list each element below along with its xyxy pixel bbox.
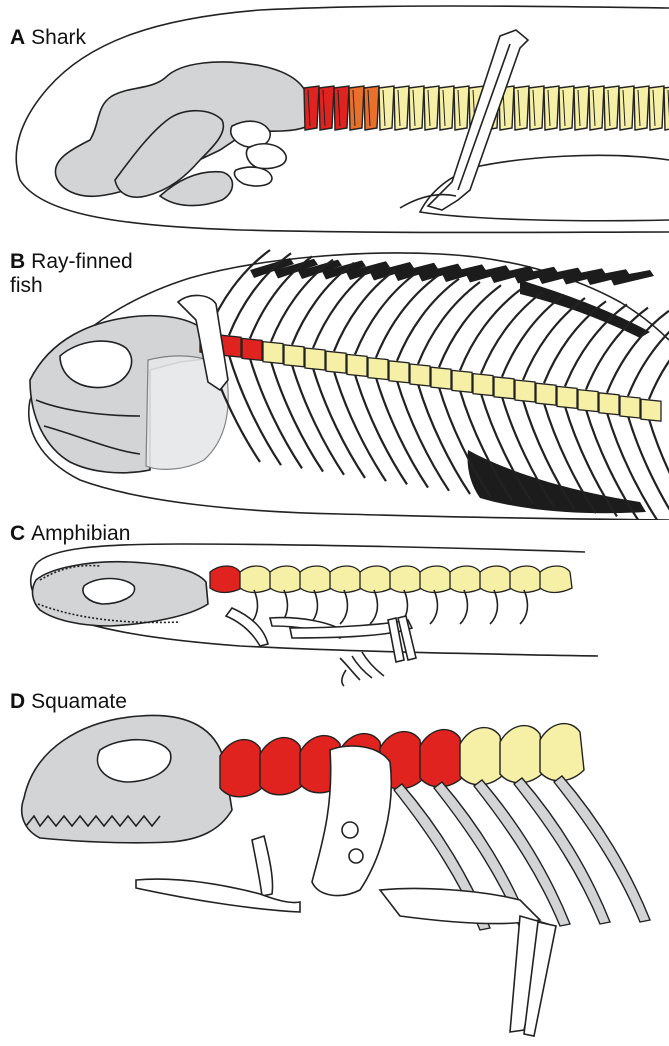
fish-neural-spine [502, 295, 564, 377]
squamate-vertebra [260, 738, 304, 795]
squamate-humerus [252, 836, 273, 896]
panel-ray-finned-fish: BRay-finned fish [0, 240, 669, 520]
shark-vertebra [604, 86, 619, 130]
squamate-vertebra [500, 726, 544, 783]
fish-vertebra [242, 338, 262, 360]
amphibian-vertebra [300, 566, 332, 593]
shark-vertebra [514, 86, 529, 130]
shark-vertebra [439, 86, 454, 130]
fish-neural-spine [397, 279, 459, 361]
shark-vertebra [574, 86, 589, 130]
shark-vertebra [634, 86, 649, 130]
amphibian-rib [460, 590, 467, 624]
fish-vertebra [305, 348, 325, 370]
squamate-vertebra [220, 740, 264, 797]
squamate-vertebra [540, 724, 584, 781]
amphibian-rib [310, 590, 317, 624]
shark-vertebra [349, 86, 364, 130]
fish-vertebra [452, 370, 472, 392]
shark-vertebra [379, 86, 394, 130]
amphibian-vertebra [360, 566, 392, 593]
fish-vertebra [641, 399, 661, 421]
shark-vertebra [304, 86, 319, 130]
squamate-foramen-1 [342, 822, 358, 838]
fish-neural-spine [376, 276, 438, 358]
fish-vertebra [578, 390, 598, 412]
shark-vertebra [364, 86, 379, 130]
fish-neural-spine [460, 288, 522, 370]
shark-vertebra [424, 86, 439, 130]
amphibian-vertebra [510, 566, 542, 593]
fish-vertebra [599, 393, 619, 415]
shark-vertebra [454, 86, 469, 130]
amphibian-vertebra [480, 566, 512, 593]
shark-vertebra [589, 86, 604, 130]
amphibian-foot [340, 652, 384, 686]
fish-skeleton-diagram [0, 240, 669, 520]
squamate-skeleton-diagram [0, 690, 669, 1046]
shark-gill-arch-lower [234, 167, 272, 186]
shark-vertebra [319, 86, 334, 130]
fish-vertebra [557, 386, 577, 408]
squamate-vertebra [420, 730, 464, 787]
shark-skeleton-diagram [0, 0, 669, 240]
shark-vertebra [544, 86, 559, 130]
amphibian-rib [370, 590, 377, 624]
shark-vertebra [619, 86, 634, 130]
amphibian-vertebra [420, 566, 452, 593]
shark-gill-arch-mid [246, 144, 286, 169]
fish-vertebra [515, 380, 535, 402]
fish-vertebra [368, 358, 388, 380]
fish-vertebra [536, 383, 556, 405]
fish-vertebra [284, 345, 304, 367]
fish-vertebra [431, 367, 451, 389]
fish-vertebra [473, 374, 493, 396]
fish-neural-spine [334, 269, 396, 351]
amphibian-forelimb [226, 608, 268, 646]
fish-vertebra [389, 361, 409, 383]
shark-vertebra [649, 86, 664, 130]
shark-vertebra [334, 86, 349, 130]
amphibian-vertebra [540, 566, 572, 593]
shark-vertebra [394, 86, 409, 130]
amphibian-vertebra [330, 566, 362, 593]
fish-vertebra [410, 364, 430, 386]
squamate-vertebra [460, 728, 504, 785]
squamate-forearm [136, 879, 300, 912]
shark-vertebra [529, 86, 544, 130]
amphibian-vertebra [270, 566, 302, 593]
fish-vertebra [326, 351, 346, 373]
amphibian-rib [520, 590, 527, 624]
fish-neural-spine [355, 272, 417, 354]
amphibian-skeleton-diagram [0, 520, 669, 690]
fish-neural-spine [481, 292, 543, 374]
panel-shark: AShark [0, 0, 669, 240]
fish-neural-spine [313, 266, 375, 348]
amphibian-vertebral-column [210, 566, 572, 624]
fish-vertebra [620, 396, 640, 418]
amphibian-vertebra [210, 566, 242, 593]
amphibian-vertebra [450, 566, 482, 593]
fish-dorsal-fin [250, 258, 654, 286]
shark-vertebra [409, 86, 424, 130]
fish-neural-spine [418, 282, 480, 364]
amphibian-rib [430, 590, 437, 624]
fish-vertebra [347, 354, 367, 376]
amphibian-rib [340, 590, 347, 624]
amphibian-rib [490, 590, 497, 624]
amphibian-vertebra [390, 566, 422, 593]
squamate-foramen-2 [349, 849, 363, 863]
fish-vertebra [263, 342, 283, 364]
shark-vertebra [559, 86, 574, 130]
fish-vertebra [494, 377, 514, 399]
fish-neural-spine [439, 285, 501, 367]
amphibian-vertebra [240, 566, 272, 593]
